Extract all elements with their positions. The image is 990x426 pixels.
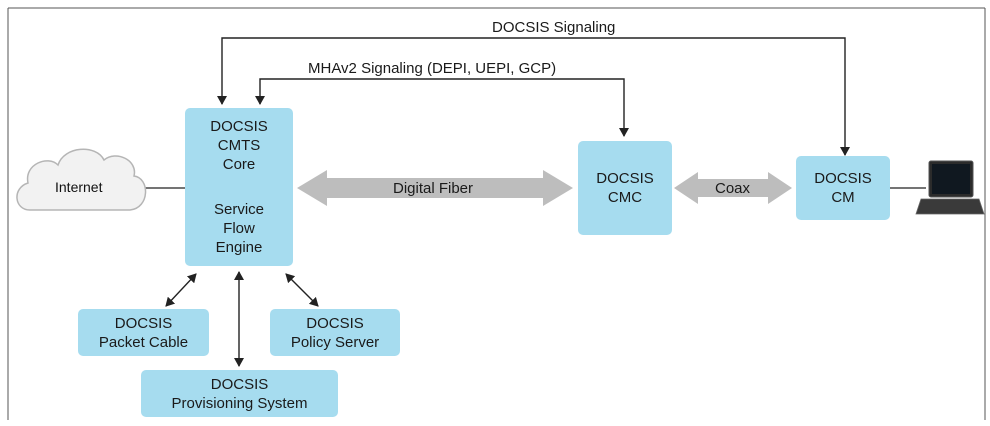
cloud-icon <box>16 148 147 211</box>
cmts-core-line-1: DOCSIS <box>210 118 268 135</box>
cmts-core-box: DOCSIS CMTS Core Service Flow Engine <box>185 108 293 266</box>
service-flow-line-1: Service <box>213 201 265 218</box>
provisioning-line-1: DOCSIS <box>210 375 269 393</box>
packet-cable-line-2: Packet Cable <box>98 333 189 351</box>
policy-server-line-1: DOCSIS <box>306 314 364 332</box>
policy-server-arrow <box>285 273 319 307</box>
cmc-line-2: CMC <box>607 189 643 206</box>
internet-label: Internet <box>55 179 103 195</box>
service-flow-line-2: Flow <box>223 220 255 237</box>
service-flow-line-3: Engine <box>215 239 263 256</box>
cmc-box: DOCSIS CMC <box>578 141 672 235</box>
mhav2-signaling-label: MHAv2 Signaling (DEPI, UEPI, GCP) <box>308 60 557 77</box>
packet-cable-arrow <box>165 273 197 307</box>
laptop-icon <box>915 160 985 215</box>
docsis-signaling-line <box>217 37 850 156</box>
docsis-signaling-label: DOCSIS Signaling <box>492 19 616 36</box>
packet-cable-line-1: DOCSIS <box>114 314 173 332</box>
packet-cable-box: DOCSIS Packet Cable <box>78 309 209 356</box>
provisioning-system-box: DOCSIS Provisioning System <box>141 370 338 417</box>
digital-fiber-label: Digital Fiber <box>393 180 474 197</box>
cm-line-2: CM <box>831 189 855 206</box>
cm-line-1: DOCSIS <box>814 170 872 187</box>
cm-box: DOCSIS CM <box>796 156 890 220</box>
mhav2-signaling-line <box>255 78 629 137</box>
cmc-line-1: DOCSIS <box>596 170 654 187</box>
coax-arrow <box>674 172 792 204</box>
provisioning-line-2: Provisioning System <box>171 394 308 412</box>
coax-label: Coax <box>715 180 751 197</box>
digital-fiber-arrow <box>297 170 573 206</box>
cmts-core-line-2: CMTS <box>217 137 261 154</box>
policy-server-box: DOCSIS Policy Server <box>270 309 400 356</box>
cmts-core-line-3: Core <box>222 156 256 173</box>
policy-server-line-2: Policy Server <box>290 333 380 351</box>
